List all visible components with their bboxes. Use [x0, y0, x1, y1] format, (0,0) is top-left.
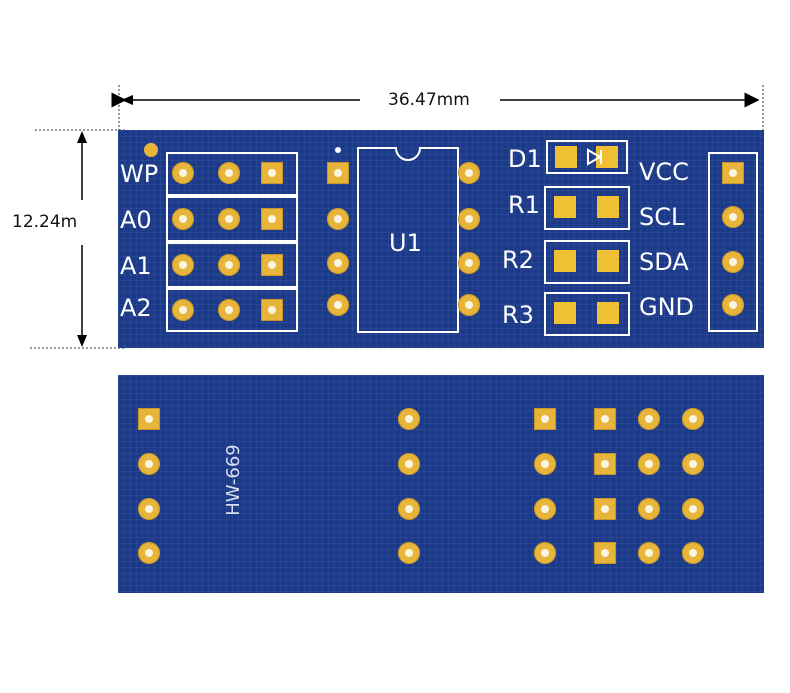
pad — [261, 208, 283, 230]
header-pad-gnd — [722, 294, 744, 316]
label-a1: A1 — [120, 252, 152, 280]
header-pad-sda — [722, 251, 744, 273]
pad — [398, 498, 420, 520]
d1-outline — [546, 140, 628, 174]
ic-pad — [327, 294, 349, 316]
pad — [138, 408, 160, 430]
smd-pad — [554, 196, 576, 218]
smd-pad — [597, 196, 619, 218]
smd-pad — [597, 250, 619, 272]
label-r1: R1 — [508, 191, 540, 219]
pad — [682, 408, 704, 430]
pad — [594, 408, 616, 430]
header-pad-scl — [722, 206, 744, 228]
ic-pad — [458, 208, 480, 230]
ic-pad — [458, 162, 480, 184]
label-r2: R2 — [502, 246, 534, 274]
label-vcc: VCC — [639, 158, 689, 186]
pad — [398, 542, 420, 564]
ic-pad — [327, 162, 349, 184]
pcb-bottom-view: HW-669 — [118, 375, 764, 593]
pad — [261, 162, 283, 184]
width-dimension-label: 36.47mm — [388, 90, 470, 110]
jumper-outline-a2 — [166, 288, 298, 332]
smd-pad — [554, 302, 576, 324]
label-gnd: GND — [639, 293, 695, 321]
pad — [138, 542, 160, 564]
ic-pad — [458, 252, 480, 274]
smd-pad — [597, 302, 619, 324]
pad — [682, 498, 704, 520]
pad — [172, 162, 194, 184]
pad — [638, 498, 660, 520]
label-scl: SCL — [639, 203, 685, 231]
pad — [172, 254, 194, 276]
pad — [594, 498, 616, 520]
pad — [638, 453, 660, 475]
smd-pad — [555, 146, 577, 168]
height-dimension-label: 12.24m — [12, 212, 78, 232]
jumper-outline-wp — [166, 152, 298, 196]
diode-symbol-icon — [587, 148, 602, 166]
header-outline — [708, 152, 758, 332]
label-a2: A2 — [120, 294, 152, 322]
pad — [682, 542, 704, 564]
label-sda: SDA — [639, 248, 689, 276]
pad — [638, 542, 660, 564]
pad — [594, 453, 616, 475]
pad — [218, 254, 240, 276]
header-pad-vcc — [722, 162, 744, 184]
chip-label-u1: U1 — [389, 229, 422, 257]
pad — [534, 498, 556, 520]
pad — [172, 299, 194, 321]
pad — [638, 408, 660, 430]
pcb-top-view: WP A0 A1 A2 U1 D1 R1 R2 R3 — [118, 130, 764, 348]
pad — [138, 498, 160, 520]
label-d1: D1 — [508, 145, 542, 173]
r2-outline — [544, 240, 630, 284]
r1-outline — [544, 186, 630, 230]
jumper-outline-a1 — [166, 242, 298, 288]
pad — [261, 254, 283, 276]
pad — [594, 542, 616, 564]
pad — [398, 408, 420, 430]
ic-pad — [327, 208, 349, 230]
ic-pad — [458, 294, 480, 316]
pad — [398, 453, 420, 475]
ic-outline — [357, 147, 459, 333]
r3-outline — [544, 292, 630, 336]
pad — [218, 299, 240, 321]
label-a0: A0 — [120, 206, 152, 234]
pad — [534, 453, 556, 475]
pad — [534, 408, 556, 430]
pad — [172, 208, 194, 230]
ic-pad — [327, 252, 349, 274]
pad — [261, 299, 283, 321]
pad — [218, 162, 240, 184]
pad — [138, 453, 160, 475]
board-marking: HW-669 — [223, 444, 244, 516]
pad — [218, 208, 240, 230]
smd-pad — [554, 250, 576, 272]
pin1-dot — [144, 143, 158, 157]
pad — [534, 542, 556, 564]
jumper-outline-a0 — [166, 196, 298, 242]
pin1-marker — [335, 147, 341, 153]
pad — [682, 453, 704, 475]
label-wp: WP — [120, 160, 159, 188]
label-r3: R3 — [502, 301, 534, 329]
